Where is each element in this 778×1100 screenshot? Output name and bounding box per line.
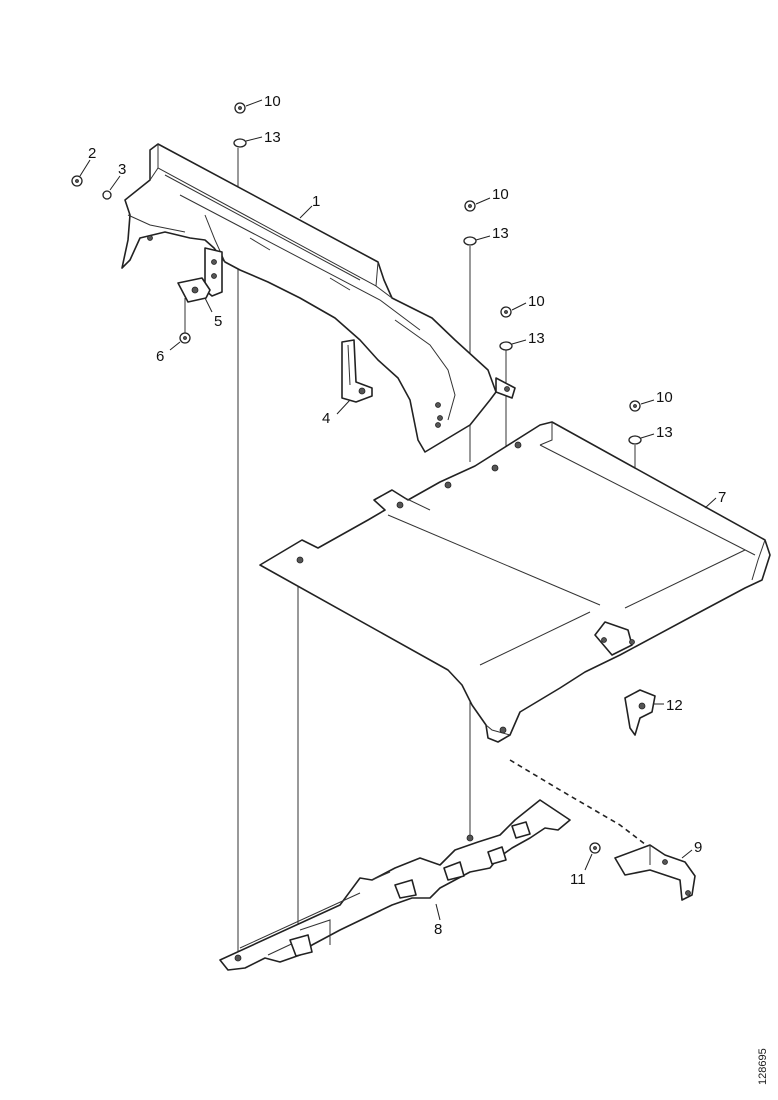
callout-labels: 10 13 2 3 1 10 13 5 6 10 13 4 10 13 7 12… bbox=[88, 93, 726, 938]
lower-rail-part-8 bbox=[219, 799, 571, 971]
callout-10-d: 10 bbox=[656, 389, 673, 406]
callout-12: 12 bbox=[666, 697, 683, 714]
callout-8: 8 bbox=[434, 921, 442, 938]
clip-part-12 bbox=[624, 689, 664, 736]
fasteners bbox=[71, 102, 642, 854]
callout-10-b: 10 bbox=[492, 186, 509, 203]
upper-bracket-part-1 bbox=[121, 143, 516, 453]
callout-10-c: 10 bbox=[528, 293, 545, 310]
callout-13-d: 13 bbox=[656, 424, 673, 441]
callout-4: 4 bbox=[322, 410, 330, 427]
callout-10-a: 10 bbox=[264, 93, 281, 110]
dashed-connection-line bbox=[509, 759, 651, 849]
callout-7: 7 bbox=[718, 489, 726, 506]
callout-1: 1 bbox=[312, 193, 320, 210]
callout-leaders bbox=[79, 99, 717, 871]
clip-bracket-part-5 bbox=[177, 277, 213, 313]
callout-11: 11 bbox=[570, 871, 586, 888]
callout-5: 5 bbox=[214, 313, 222, 330]
callout-2: 2 bbox=[88, 145, 96, 162]
hanging-bracket-part-4 bbox=[336, 339, 373, 415]
callout-6: 6 bbox=[156, 348, 164, 365]
callout-9: 9 bbox=[694, 839, 702, 856]
document-number: 128695 bbox=[757, 1048, 769, 1085]
callout-13-a: 13 bbox=[264, 129, 281, 146]
callout-13-c: 13 bbox=[528, 330, 545, 347]
floor-panel-part-7 bbox=[259, 421, 771, 743]
callout-3: 3 bbox=[118, 161, 126, 178]
end-bracket-part-9 bbox=[614, 844, 696, 901]
callout-13-b: 13 bbox=[492, 225, 509, 242]
